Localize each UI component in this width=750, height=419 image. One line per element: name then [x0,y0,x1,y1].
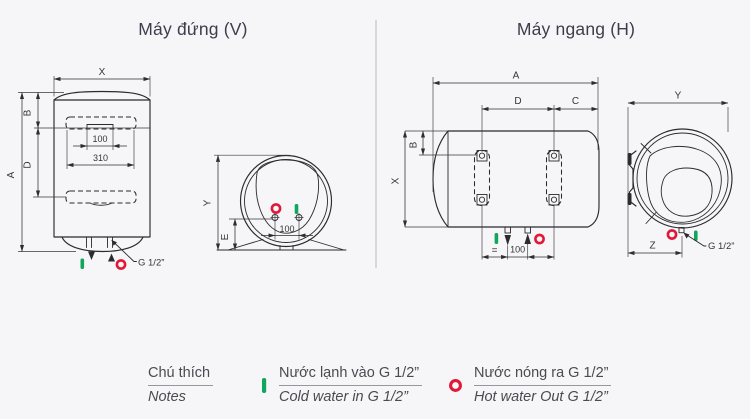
thread-leader-line [111,240,137,262]
mounting-bracket-lower [65,190,137,204]
dim-label-h-bracket-span: D [514,96,521,107]
strap-left-bottom-lug [476,194,488,206]
hot-outlet-icon [449,378,462,392]
dim-label-v-hole-gap: 100 [92,134,107,144]
pipe-right [524,226,531,234]
legend-hot-en: Hot water Out G 1/2” [474,389,608,405]
legend-cold-text: Nước lạnh vào G 1/2” Cold water in G 1/2… [279,365,423,405]
mounting-bracket-upper [65,116,137,130]
dim-label-vs-port-gap: 100 [279,224,294,234]
vertical-unit-title: Máy đứng (V) [138,19,248,39]
tank-profile-inner [660,167,713,217]
strap-left-top-lug [476,150,488,162]
dim-label-h-end-offset: C [572,96,579,107]
strap-right-bottom-lug [548,194,560,206]
tank-bottom-dome [61,236,144,253]
hot-outlet-icon [666,229,678,240]
cold-inlet-icon [80,258,85,269]
dim-label-v-bracket-gap: D [23,161,34,168]
legend-notes-vi: Chú thích [148,365,214,386]
profile-ticks [640,143,657,224]
leader-arrowhead-h [683,232,690,239]
legend-notes-text: Chú thích Notes [148,365,214,405]
bracket-notch-upper [86,124,114,130]
horizontal-unit-title: Máy ngang (H) [516,19,636,39]
equal-spacing-mark: = [492,246,498,257]
thread-leader-line-h [684,233,707,247]
vertical-front-view: X A B D 100 310 G 1/2” [6,67,164,270]
dim-label-hs-port-offset: Z [649,241,655,252]
bracket-notch-lower [89,202,113,206]
legend-hot-text: Nước nóng ra G 1/2” Hot water Out G 1/2” [474,365,612,405]
dim-label-h-port-gap: 100 [510,245,525,255]
tank-profile-outer [646,145,722,223]
base-stand [227,239,345,251]
dim-label-h-height: X [391,177,402,184]
port-bottom [678,227,685,234]
legend-notes-en: Notes [148,389,186,405]
strap-right-top-lug [548,150,560,162]
cold-inlet-icon [694,230,698,241]
hot-outlet-icon [534,233,545,245]
cold-inlet-icon [294,204,299,214]
vertical-side-view: Y E 100 [203,154,347,251]
dim-label-h-length: A [513,71,520,82]
dim-label-v-height: A [6,171,17,178]
dim-label-v-width: X [99,67,106,78]
horizontal-front-view: A D C B X = 100 [391,71,600,260]
dim-label-v-slot-span: 310 [93,153,108,163]
dim-label-vs-depth: Y [203,199,214,206]
pipe-left [504,226,511,234]
legend-hot-vi: Nước nóng ra G 1/2” [474,365,612,386]
dim-label-h-top-offset: B [409,141,420,148]
shell-inner-circle [244,159,328,243]
legend-cold-en: Cold water in G 1/2” [279,389,408,405]
flow-down-arrow [504,235,511,246]
leader-arrowhead [111,240,117,246]
dim-label-hs-depth: Y [675,91,682,102]
hot-outlet-icon [270,203,282,214]
tank-body [53,99,151,238]
legend-cold-water: Nước lạnh vào G 1/2” Cold water in G 1/2… [260,365,423,405]
thread-size-label-v: G 1/2” [138,258,164,269]
legend-hot-water: Nước nóng ra G 1/2” Hot water Out G 1/2” [448,365,612,405]
bottom-pipes [86,236,113,248]
tank-top-cap [53,90,151,101]
tank-body-h [432,130,600,228]
dim-label-vs-port-offset: E [220,233,231,240]
hot-outlet-icon [115,259,127,270]
shell-outer-circle-h [632,128,733,229]
shell-inner-circle-h [636,132,729,225]
wall-bracket-tab-bottom [627,193,632,205]
flow-down-arrow [88,251,95,260]
horizontal-side-view: G 1/2” Y Z [627,91,734,258]
technical-drawing: X A B D 100 310 G 1/2” [6,20,734,270]
cold-inlet-icon [494,233,499,244]
thread-size-label-h: G 1/2” [708,241,734,252]
flow-up-arrow [524,233,531,244]
legend-notes: Chú thích Notes [148,365,214,405]
cold-inlet-icon [262,377,267,393]
dim-label-v-top-offset: B [23,109,34,116]
flow-up-arrow [108,253,115,262]
tank-profile [255,159,320,234]
wall-bracket-tab-top [627,153,632,165]
legend-cold-vi: Nước lạnh vào G 1/2” [279,365,423,386]
